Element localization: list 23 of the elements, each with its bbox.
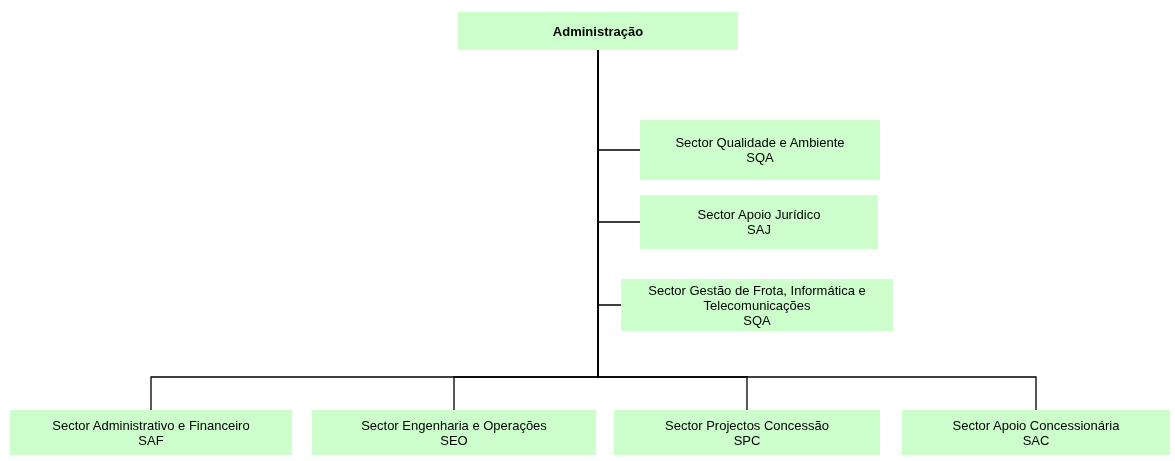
unit-name: Sector Qualidade e Ambiente (675, 135, 845, 150)
unit-code: SPC (733, 432, 761, 448)
org-box (10, 410, 292, 455)
unit-name: Sector Engenharia e Operações (361, 417, 547, 433)
org-box (458, 12, 738, 50)
unit-code: SAC (1022, 432, 1050, 448)
org-box (614, 410, 880, 455)
unit-name: Sector Projectos Concessão (665, 417, 829, 433)
unit-name: Sector Apoio Jurídico (697, 207, 821, 222)
unit-name: Sector Gestão de Frota, Informática e Telecomunicações (647, 282, 867, 313)
unit-name: Sector Apoio Concessionária (952, 417, 1120, 433)
unit-name: Sector Administrativo e Financeiro (52, 417, 250, 433)
org-box (640, 195, 878, 249)
unit-name: Administração (552, 23, 644, 39)
org-box (621, 279, 893, 331)
unit-code: SQA (743, 312, 771, 328)
unit-code: SAF (138, 432, 164, 448)
org-box (902, 410, 1170, 455)
unit-code: SQA (746, 150, 774, 165)
org-box (640, 120, 880, 180)
unit-code: SEO (440, 432, 468, 448)
org-box (312, 410, 596, 455)
unit-code: SAJ (747, 222, 771, 237)
